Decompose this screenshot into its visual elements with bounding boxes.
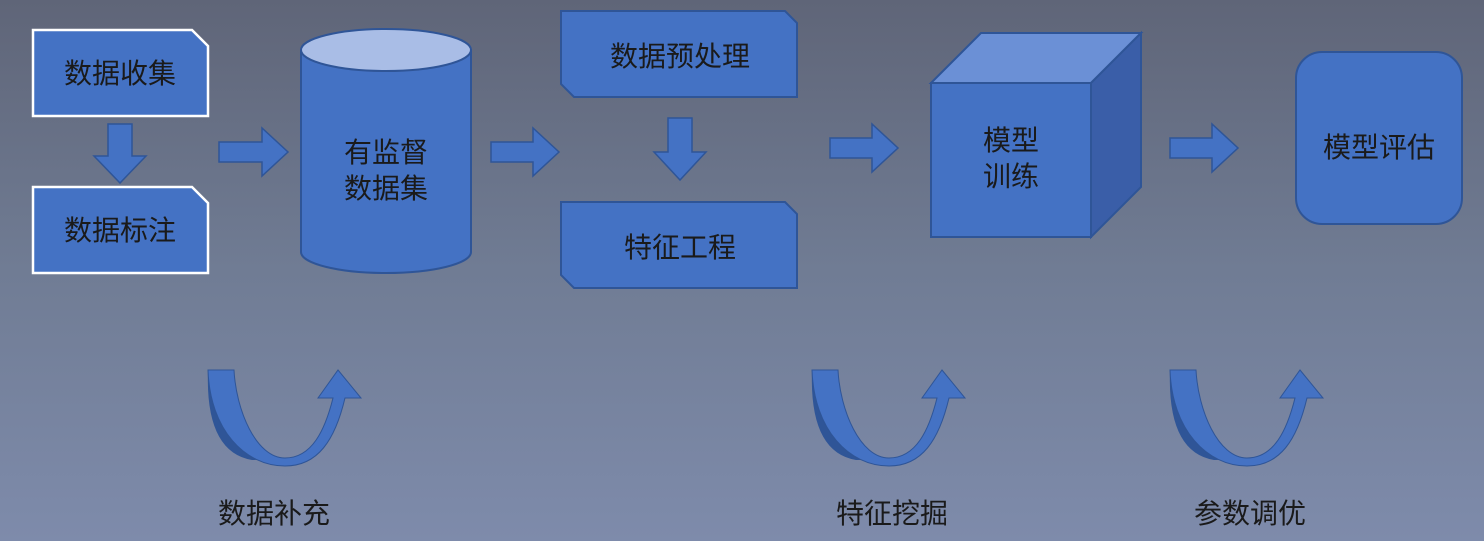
data-preprocessing-node: 数据预处理 [560,10,798,98]
model-training-label-line1: 模型 [983,124,1039,157]
caption-feature-mining: 特征挖掘 [836,497,948,530]
data-preprocessing-shape [560,10,798,98]
dataset-cylinder-body [300,49,472,274]
dataset-cylinder-top [300,28,472,72]
caption-data-supplement: 数据补充 [218,497,330,530]
feature-engineering-shape [560,201,798,289]
loop-arrow-param-tuning [1169,369,1325,467]
loop-arrow-data-supplement [207,369,363,467]
data-labeling-label: 数据标注 [64,214,176,247]
cube-front-face [930,82,1092,238]
model-training-node: 模型 训练 [928,30,1144,240]
data-collection-shape [31,28,210,118]
data-preprocessing-label: 数据预处理 [610,40,750,73]
data-collection-label: 数据收集 [64,57,176,90]
loop-right-arrow [1169,369,1325,467]
model-evaluation-shape [1295,51,1463,225]
caption-param-tuning: 参数调优 [1194,497,1306,530]
data-labeling-node: 数据标注 [31,185,210,275]
arrow-right-to-preprocessing [490,126,561,178]
loop-right-arrow [811,369,967,467]
supervised-dataset-node: 有监督 数据集 [300,28,472,274]
model-evaluation-node: 模型评估 [1295,51,1463,225]
loop-arrow-feature-mining [811,369,967,467]
arrow-down-collection-to-labeling [92,123,148,185]
data-labeling-shape [31,185,210,275]
arrow-right-to-evaluation [1169,122,1240,174]
arrow-down-preprocessing-to-features [652,117,708,182]
loop-right-arrow [207,369,363,467]
feature-engineering-label: 特征工程 [624,231,736,264]
arrow-right-to-training [829,122,900,174]
feature-engineering-node: 特征工程 [560,201,798,289]
arrow-right-to-dataset [218,126,290,178]
model-training-label-line2: 训练 [983,160,1039,193]
dataset-label-line2: 数据集 [344,172,428,205]
model-evaluation-label: 模型评估 [1323,131,1435,164]
dataset-label-line1: 有监督 [344,136,428,169]
data-collection-node: 数据收集 [31,28,210,118]
